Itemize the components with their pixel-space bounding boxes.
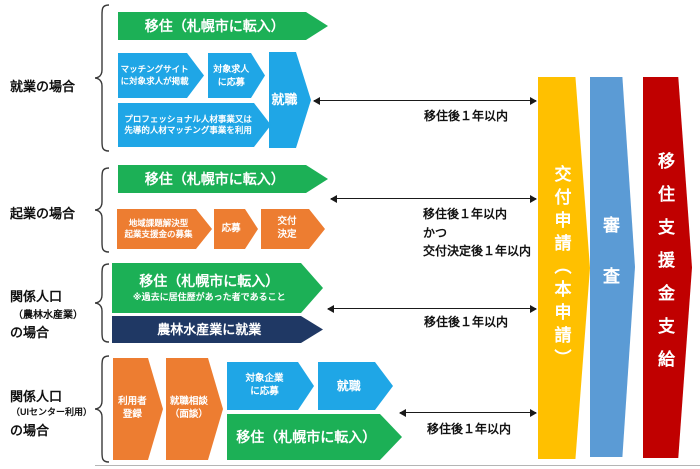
section-label-startup: 起業の場合	[10, 206, 76, 221]
employment-arrow-ui: 就職	[318, 362, 393, 410]
employment-arrow: 就職	[269, 52, 311, 148]
section-label-agri-suffix: の場合	[10, 325, 50, 340]
timeline-arrow-agri	[327, 304, 537, 313]
agriculture-employment-arrow: 農林水産業に就業	[112, 316, 323, 343]
grant-decision-arrow: 交付 決定	[261, 209, 325, 249]
payment-column: 移住支援金支給	[643, 77, 692, 458]
brace-employment	[95, 4, 110, 152]
section-label-related-ui: 関係人口	[10, 389, 63, 404]
timeline-label-agri: 移住後１年以内	[424, 315, 509, 329]
startup-apply-arrow: 応募	[214, 209, 258, 249]
timeline-label-startup-3: 交付決定後１年以内	[423, 244, 532, 258]
migrate-arrow-agri: 移住（札幌市に転入） ※過去に居住歴があった者であること	[112, 263, 323, 313]
startup-grant-recruit-arrow: 地域課題解決型 起業支援金の募集	[117, 209, 212, 249]
timeline-label-ui: 移住後１年以内	[427, 422, 512, 436]
target-company-apply-arrow: 対象企業 に応募	[227, 362, 314, 410]
professional-program-arrow: プロフェッショナル人材事業又は 先導的人材マッチング事業を利用	[118, 103, 271, 147]
review-column: 審査	[590, 77, 635, 457]
timeline-arrow-startup	[330, 194, 537, 203]
brace-related-ui	[95, 355, 110, 463]
section-sublabel-ui: （UIセンター利用）	[11, 407, 93, 417]
timeline-label-startup-2: かつ	[423, 226, 448, 240]
job-consultation-arrow: 就職相談 （面談）	[166, 358, 223, 460]
section-label-employment: 就業の場合	[10, 79, 76, 94]
section-label-related-agri: 関係人口	[10, 289, 63, 304]
application-column: 交付申請（本申請）	[538, 77, 590, 459]
timeline-label-startup-1: 移住後１年以内	[423, 207, 508, 221]
apply-job-arrow: 対象求人 に応募	[208, 53, 265, 98]
bottom-border-line	[95, 465, 700, 466]
timeline-label-employment: 移住後１年以内	[424, 109, 509, 123]
user-registration-arrow: 利用者 登録	[113, 358, 163, 460]
migrate-arrow-employment: 移住（札幌市に転入）	[118, 12, 328, 40]
brace-related-agri	[95, 263, 110, 343]
brace-startup	[95, 167, 110, 253]
section-label-ui-suffix: の場合	[10, 423, 50, 438]
migrate-arrow-startup: 移住（札幌市に転入）	[118, 165, 328, 193]
timeline-arrow-ui	[399, 408, 537, 417]
section-sublabel-agri: （農林水産業）	[13, 310, 83, 321]
timeline-arrow-employment	[313, 96, 537, 105]
matching-site-arrow: マッチングサイト に対象求人が掲載	[118, 53, 204, 98]
migrate-arrow-ui: 移住（札幌市に転入）	[227, 414, 402, 460]
